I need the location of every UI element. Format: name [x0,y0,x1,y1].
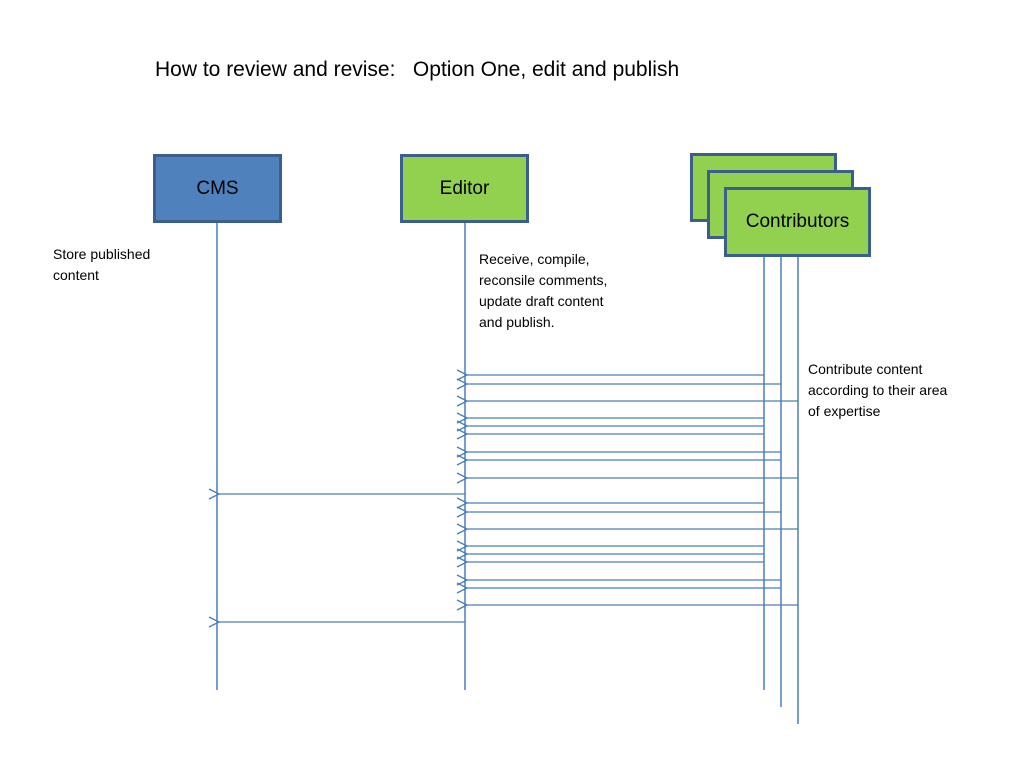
contributor-messages-batch-2 [467,503,798,605]
cms-actor-label: CMS [196,177,239,199]
contributors-note: Contribute content according to their ar… [808,361,948,419]
editor-note: Receive, compile, reconsile comments, up… [479,251,608,330]
editor-actor-box: Editor [400,154,529,223]
cms-note: Store published content [53,246,151,283]
contributor-messages-batch-1 [467,375,798,478]
contributors-actor-box: Contributors [724,187,871,257]
diagram-title: How to review and revise: Option One, ed… [155,58,680,81]
editor-actor-label: Editor [439,177,490,199]
cms-actor-box: CMS [153,154,282,223]
contributors-actor-label: Contributors [745,211,850,232]
